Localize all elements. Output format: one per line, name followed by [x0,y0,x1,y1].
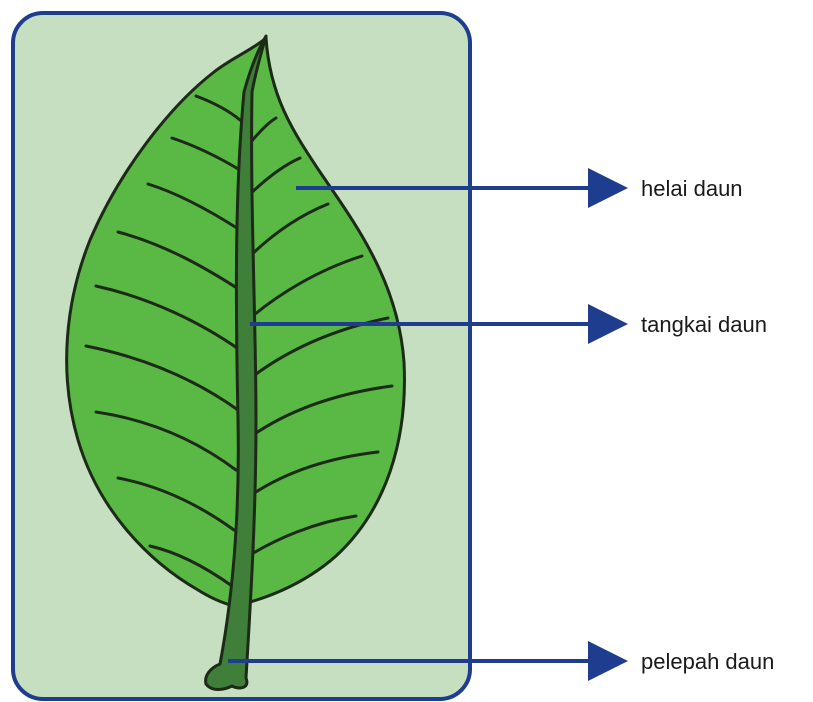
label-tangkai-daun: tangkai daun [641,314,767,336]
label-helai-daun: helai daun [641,178,743,200]
label-pelepah-daun: pelepah daun [641,651,774,673]
